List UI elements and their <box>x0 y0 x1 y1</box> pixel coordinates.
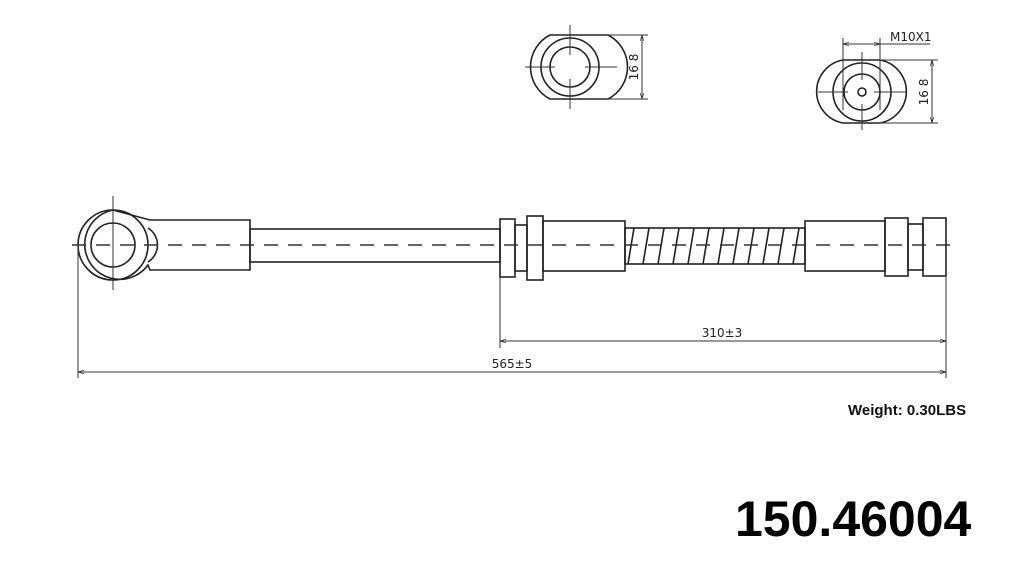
hose-side-view <box>72 196 955 290</box>
length-dimensions: 310±3 565±5 <box>77 245 947 378</box>
banjo-end-view: 16 8 <box>525 25 648 109</box>
banjo-height-label: 16 8 <box>627 54 641 81</box>
thread-label: M10X1 <box>890 30 931 44</box>
overall-length-label: 565±5 <box>492 357 533 371</box>
part-number: 150.46004 <box>735 491 972 547</box>
fitting-height-label: 16 8 <box>917 79 931 106</box>
fitting-end-view: M10X1 16 8 <box>815 30 938 130</box>
hose-length-label: 310±3 <box>702 326 743 340</box>
spring-guard <box>627 227 800 265</box>
weight-label: Weight: 0.30LBS <box>848 402 967 419</box>
